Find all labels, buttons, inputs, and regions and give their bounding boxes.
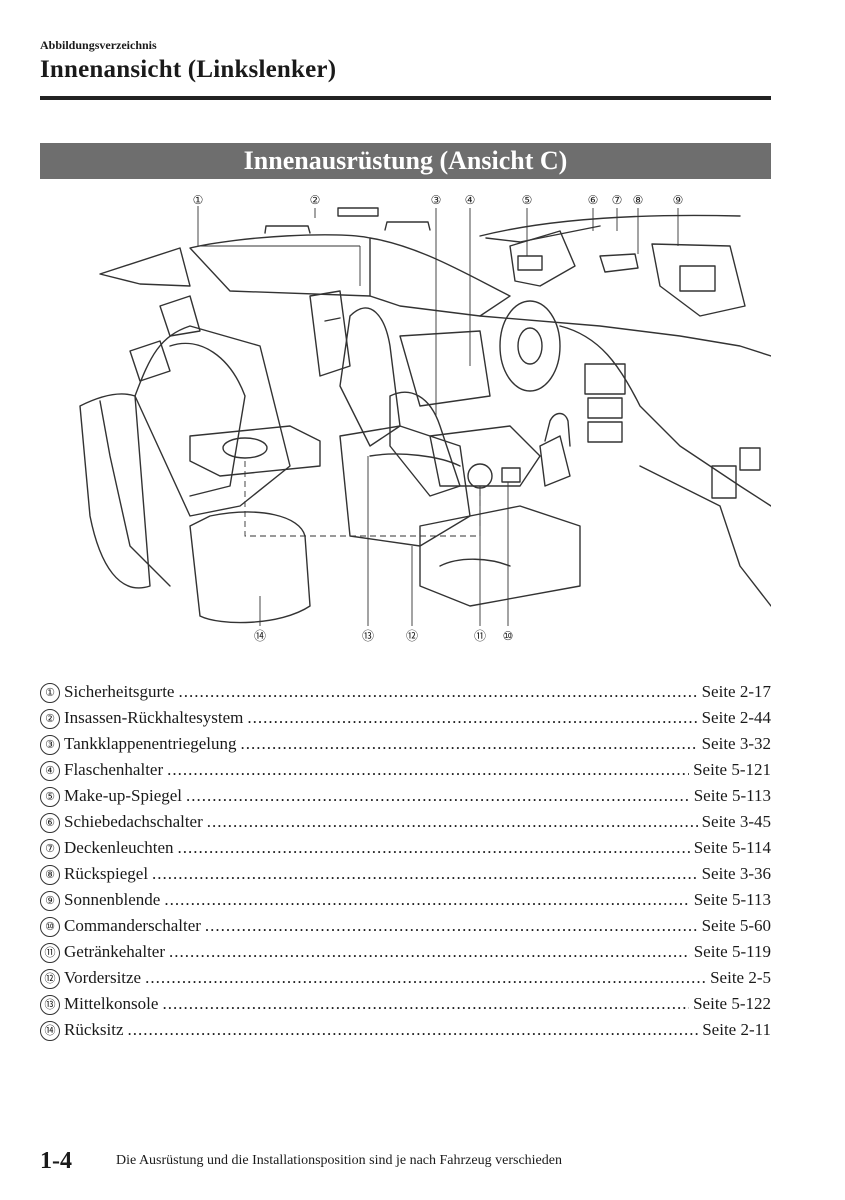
legend-number: ⑭ (40, 1021, 60, 1041)
legend-label: Commanderschalter (64, 916, 201, 935)
legend-label: Make-up-Spiegel (64, 786, 183, 805)
callout-7: ⑦ (612, 193, 623, 207)
legend-label: Vordersitze (64, 968, 142, 987)
leader-dots (247, 708, 697, 728)
legend-number: ⑨ (40, 891, 60, 911)
legend-number: ⑩ (40, 917, 60, 937)
callout-4: ④ (465, 193, 476, 207)
legend-number: ① (40, 683, 60, 703)
leader-dots (178, 682, 697, 702)
title-divider (40, 96, 771, 100)
legend-page-ref: Seite 5-119 (693, 942, 771, 961)
page-number: 1-4 (40, 1148, 72, 1174)
legend-page-ref: Seite 5-114 (693, 838, 771, 857)
legend-label: Sicherheitsgurte (64, 682, 175, 701)
legend-number: ⑥ (40, 813, 60, 833)
legend-number: ④ (40, 761, 60, 781)
legend-number: ⑧ (40, 865, 60, 885)
legend-page-ref: Seite 5-113 (693, 786, 771, 805)
leader-dots (164, 890, 689, 910)
leader-dots (152, 864, 698, 884)
legend-label: Insassen-Rückhaltesystem (64, 708, 244, 727)
legend-page-ref: Seite 3-36 (701, 864, 771, 883)
footer-note: Die Ausrüstung und die Installationsposi… (116, 1153, 562, 1168)
callout-10: ⑩ (503, 629, 514, 643)
callout-1: ① (193, 193, 204, 207)
legend-label: Flaschenhalter (64, 760, 164, 779)
leader-dots (241, 734, 698, 754)
legend-number: ⑪ (40, 943, 60, 963)
leader-dots (128, 1020, 699, 1040)
legend-label: Schiebedachschalter (64, 812, 203, 831)
legend-number: ⑦ (40, 839, 60, 859)
callout-8: ⑧ (633, 193, 644, 207)
legend-label: Tankklappenentriegelung (64, 734, 237, 753)
legend-page-ref: Seite 3-32 (701, 734, 771, 753)
leader-dots (205, 916, 698, 936)
legend-page-ref: Seite 3-45 (701, 812, 771, 831)
legend-number: ⑤ (40, 787, 60, 807)
callout-12: ⑫ (406, 629, 418, 643)
section-banner: Innenausrüstung (Ansicht C) (40, 143, 771, 179)
legend-page-ref: Seite 2-44 (701, 708, 771, 727)
callout-9: ⑨ (673, 193, 684, 207)
legend-label: Sonnenblende (64, 890, 161, 909)
leader-dots (178, 838, 690, 858)
legend-label: Deckenleuchten (64, 838, 174, 857)
legend-label: Rückspiegel (64, 864, 149, 883)
legend-number: ⑫ (40, 969, 60, 989)
leader-dots (207, 812, 698, 832)
car-interior-illustration: ① ② ③ ④ ⑤ ⑥ ⑦ ⑧ ⑨ ⑭ ⑬ ⑫ ⑪ ⑩ (79, 193, 771, 643)
callout-11: ⑪ (474, 629, 486, 643)
legend-label: Mittelkonsole (64, 994, 159, 1013)
leader-dots (145, 968, 706, 988)
leader-dots (186, 786, 690, 806)
leader-dots (169, 942, 690, 962)
legend-page-ref: Seite 2-5 (710, 968, 771, 987)
legend-page-ref: Seite 5-113 (693, 890, 771, 909)
legend-number: ⑬ (40, 995, 60, 1015)
legend-page-ref: Seite 5-121 (693, 760, 771, 779)
callout-13: ⑬ (362, 629, 374, 643)
breadcrumb: Abbildungsverzeichnis (40, 38, 157, 52)
legend-label: Rücksitz (64, 1020, 124, 1039)
callout-5: ⑤ (522, 193, 533, 207)
legend-page-ref: Seite 2-11 (702, 1020, 771, 1039)
legend-page-ref: Seite 5-122 (693, 994, 771, 1013)
callout-3: ③ (431, 193, 442, 207)
callout-2: ② (310, 193, 321, 207)
leader-dots (162, 994, 689, 1014)
callout-6: ⑥ (588, 193, 599, 207)
legend-page-ref: Seite 2-17 (701, 682, 771, 701)
leader-dots (167, 760, 689, 780)
legend-page-ref: Seite 5-60 (701, 916, 771, 935)
legend-number: ② (40, 709, 60, 729)
legend-number: ③ (40, 735, 60, 755)
page-title: Innenansicht (Linkslenker) (40, 56, 337, 83)
legend-label: Getränkehalter (64, 942, 165, 961)
callout-14: ⑭ (254, 629, 266, 643)
